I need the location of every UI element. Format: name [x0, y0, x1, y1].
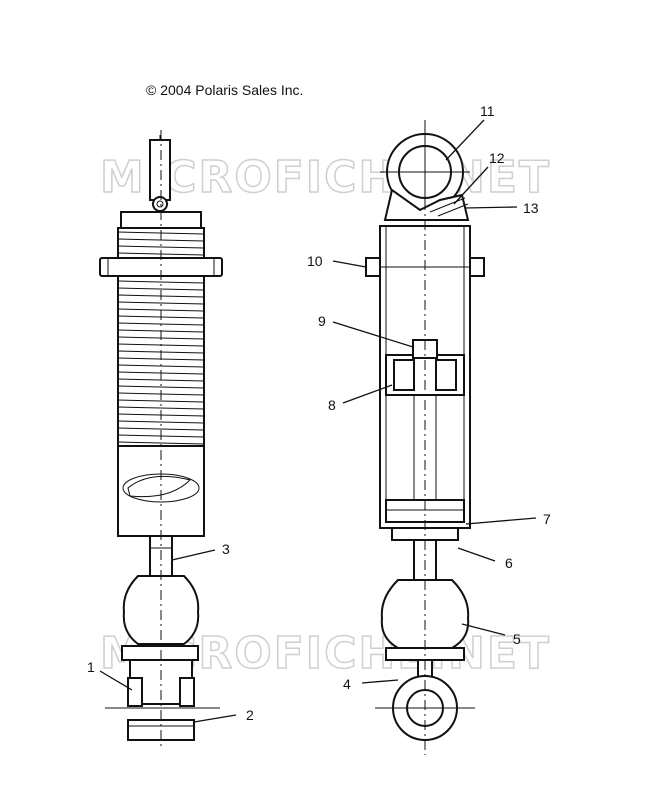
- spring-coil-line: [117, 427, 205, 431]
- shock-section-view: [365, 120, 485, 755]
- callout-12: 12: [489, 150, 505, 166]
- callout-6: 6: [505, 555, 513, 571]
- callout-8: 8: [328, 397, 336, 413]
- callout-11: 11: [480, 103, 495, 119]
- callout-7: 7: [543, 511, 551, 527]
- spring-coil-line: [117, 245, 205, 249]
- spring-coil-line: [117, 280, 205, 284]
- callout-5: 5: [513, 631, 521, 647]
- spring-coil-line: [117, 301, 205, 305]
- callout-10: 10: [307, 253, 323, 269]
- watermark-top: MICROFICHE.NET: [100, 152, 551, 203]
- copyright-notice: © 2004 Polaris Sales Inc.: [146, 82, 304, 98]
- callout-13: 13: [523, 200, 539, 216]
- spring-coil-line: [117, 399, 205, 403]
- callout-leaders: [99, 119, 537, 723]
- spring-coil-line: [117, 406, 205, 410]
- callout-1: 1: [87, 659, 95, 675]
- spring-coil-line: [117, 287, 205, 291]
- shock-exterior-view: [99, 130, 223, 750]
- spring-coil-line: [117, 441, 205, 445]
- callout-3: 3: [222, 541, 230, 557]
- spring-coil-line: [117, 420, 205, 424]
- callout-2: 2: [246, 707, 254, 723]
- callout-9: 9: [318, 313, 326, 329]
- callout-4: 4: [343, 676, 351, 692]
- spring-coil-line: [117, 385, 205, 389]
